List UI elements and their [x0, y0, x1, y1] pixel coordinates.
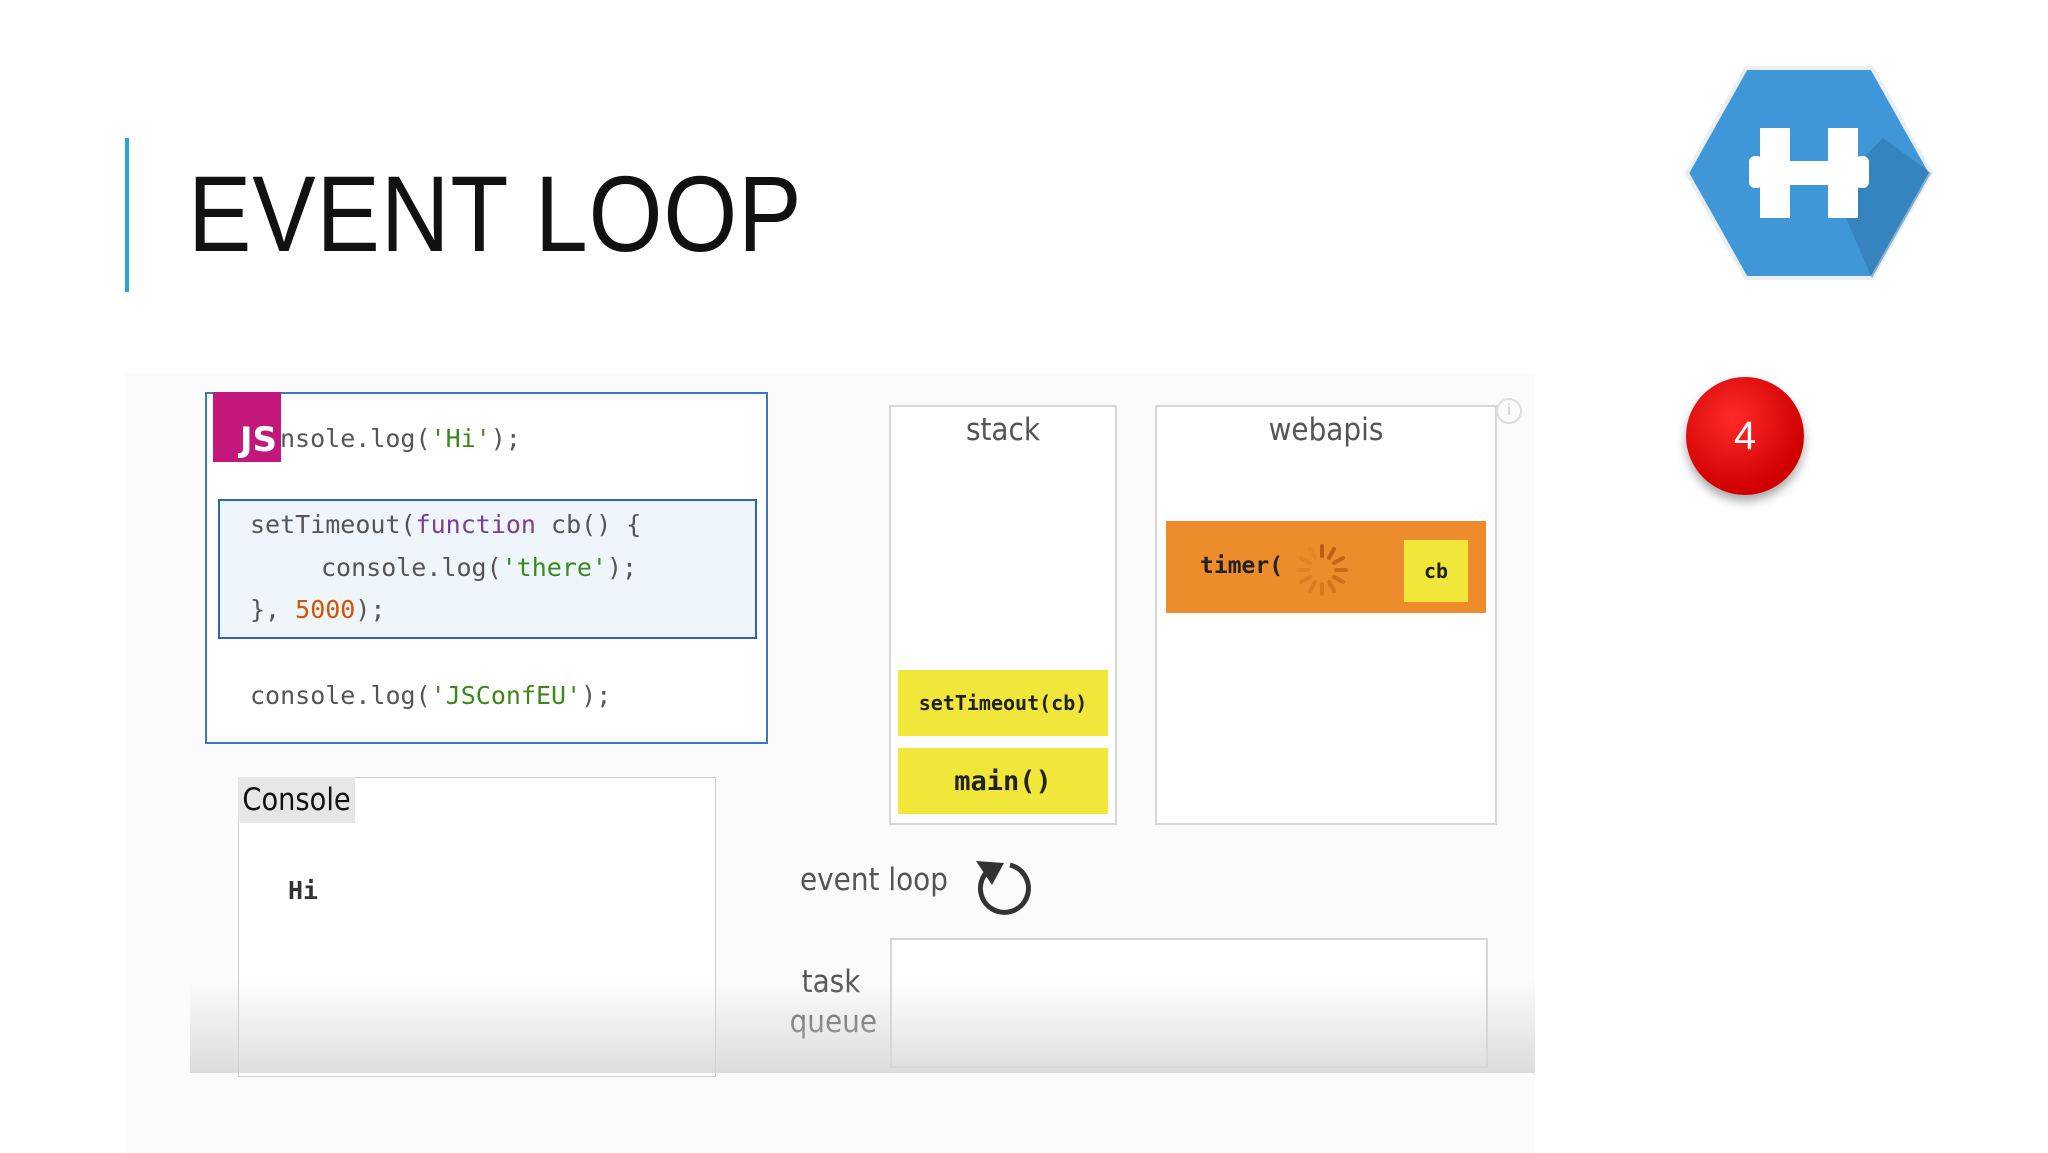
title-accent-bar — [125, 138, 129, 292]
task-queue-label: task queue — [789, 964, 878, 1040]
code-line-console-log-there: console.log('there'); — [321, 553, 638, 582]
code-line-console-log-hi: nsole.log('Hi'); — [280, 424, 521, 453]
timer-text: timer( — [1200, 553, 1284, 579]
console-output: Hi — [288, 876, 319, 905]
notification-badge[interactable]: 4 — [1686, 377, 1804, 495]
stack-frame-settimeout: setTimeout(cb) — [898, 670, 1108, 736]
task-queue-panel — [890, 938, 1488, 1068]
refresh-loop-icon — [976, 861, 1031, 915]
event-loop-label: event loop — [800, 862, 948, 898]
callback-chip: cb — [1404, 540, 1468, 602]
stack-label: stack — [965, 412, 1041, 448]
hexagon-h-logo-icon — [1684, 66, 1934, 280]
slide-title: EVENT LOOP — [188, 153, 803, 274]
loading-spinner-icon — [1296, 544, 1348, 596]
webapis-label: webapis — [1268, 412, 1384, 448]
console-title: Console — [238, 777, 356, 823]
code-line-timeout-close: }, 5000); — [250, 595, 386, 624]
stack-frame-main: main() — [898, 748, 1108, 814]
js-logo-icon: JS — [213, 392, 281, 462]
code-line-settimeout: setTimeout(function cb() { — [250, 510, 642, 539]
info-icon[interactable]: i — [1496, 398, 1522, 424]
settimeout-highlight-box — [218, 499, 757, 639]
webapis-panel — [1155, 405, 1497, 825]
code-line-console-log-jsconfeu: console.log('JSConfEU'); — [250, 681, 612, 710]
